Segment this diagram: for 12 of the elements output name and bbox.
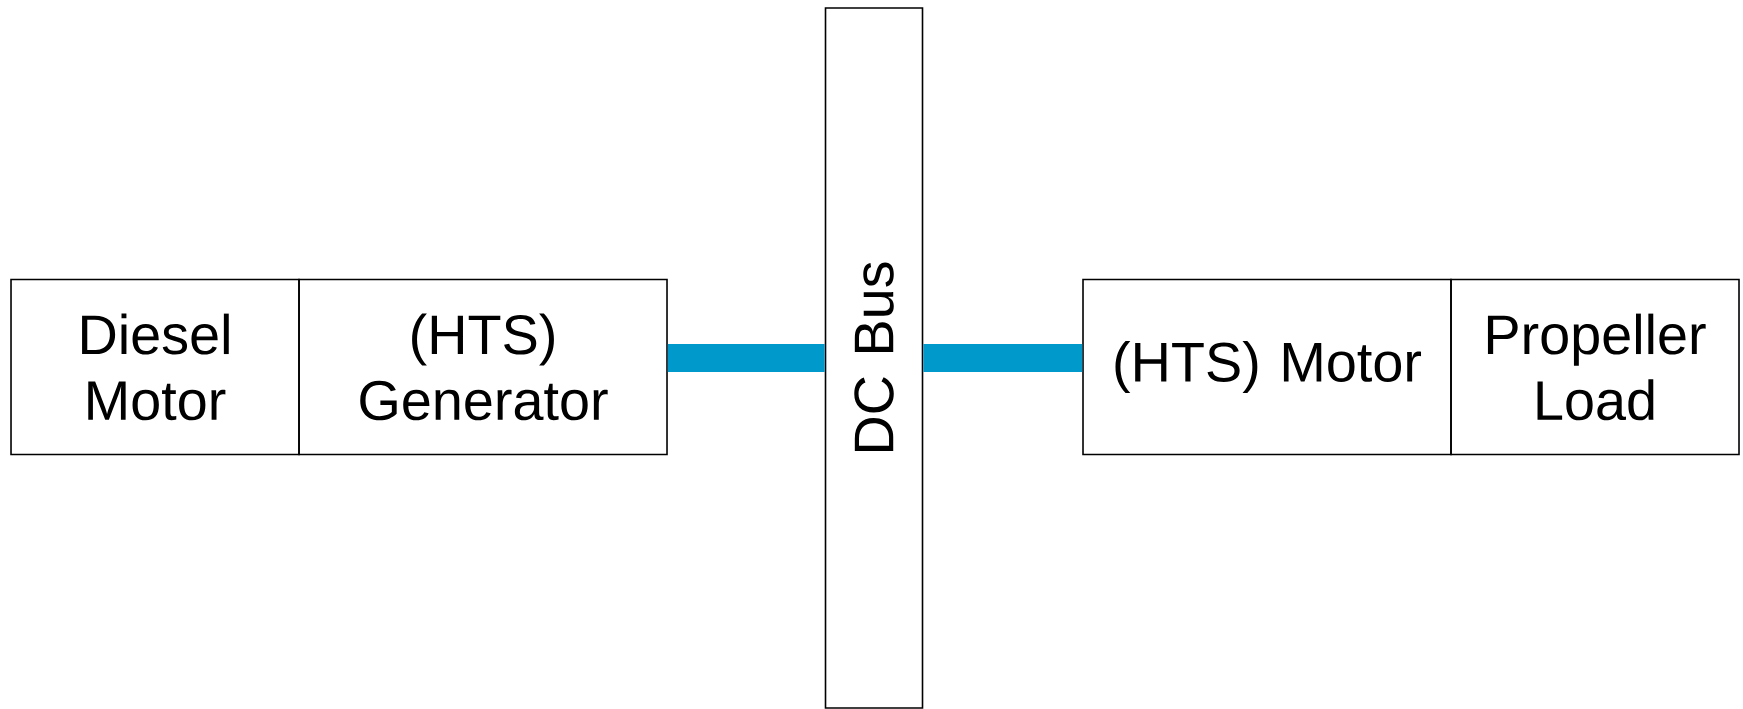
connector-line bbox=[667, 344, 825, 372]
bus-bar bbox=[824, 7, 924, 709]
box-label: (HTS) Generator bbox=[360, 313, 608, 421]
box-label: Propeller Load bbox=[1487, 313, 1706, 421]
box-label: Diesel Motor bbox=[82, 313, 229, 421]
box-label: DC Bus bbox=[854, 262, 894, 452]
connector-line bbox=[923, 344, 1083, 372]
component-box bbox=[1450, 278, 1740, 456]
box-label: (HTS) Motor bbox=[1115, 341, 1422, 393]
component-box bbox=[298, 278, 668, 456]
component-box bbox=[1082, 278, 1452, 456]
component-box bbox=[10, 278, 300, 456]
